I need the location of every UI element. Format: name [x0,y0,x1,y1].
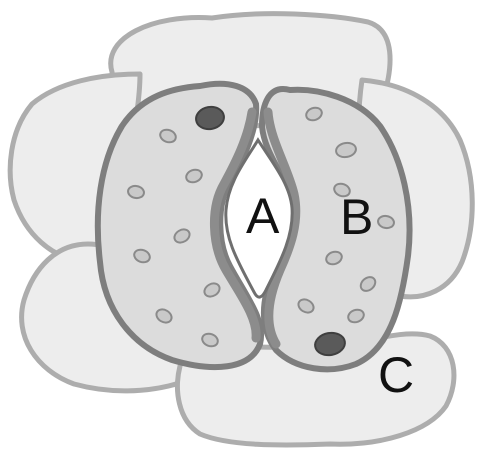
label-guard-cell: B [340,189,373,245]
label-epidermal-cell: C [378,347,414,403]
label-pore: A [246,188,280,244]
